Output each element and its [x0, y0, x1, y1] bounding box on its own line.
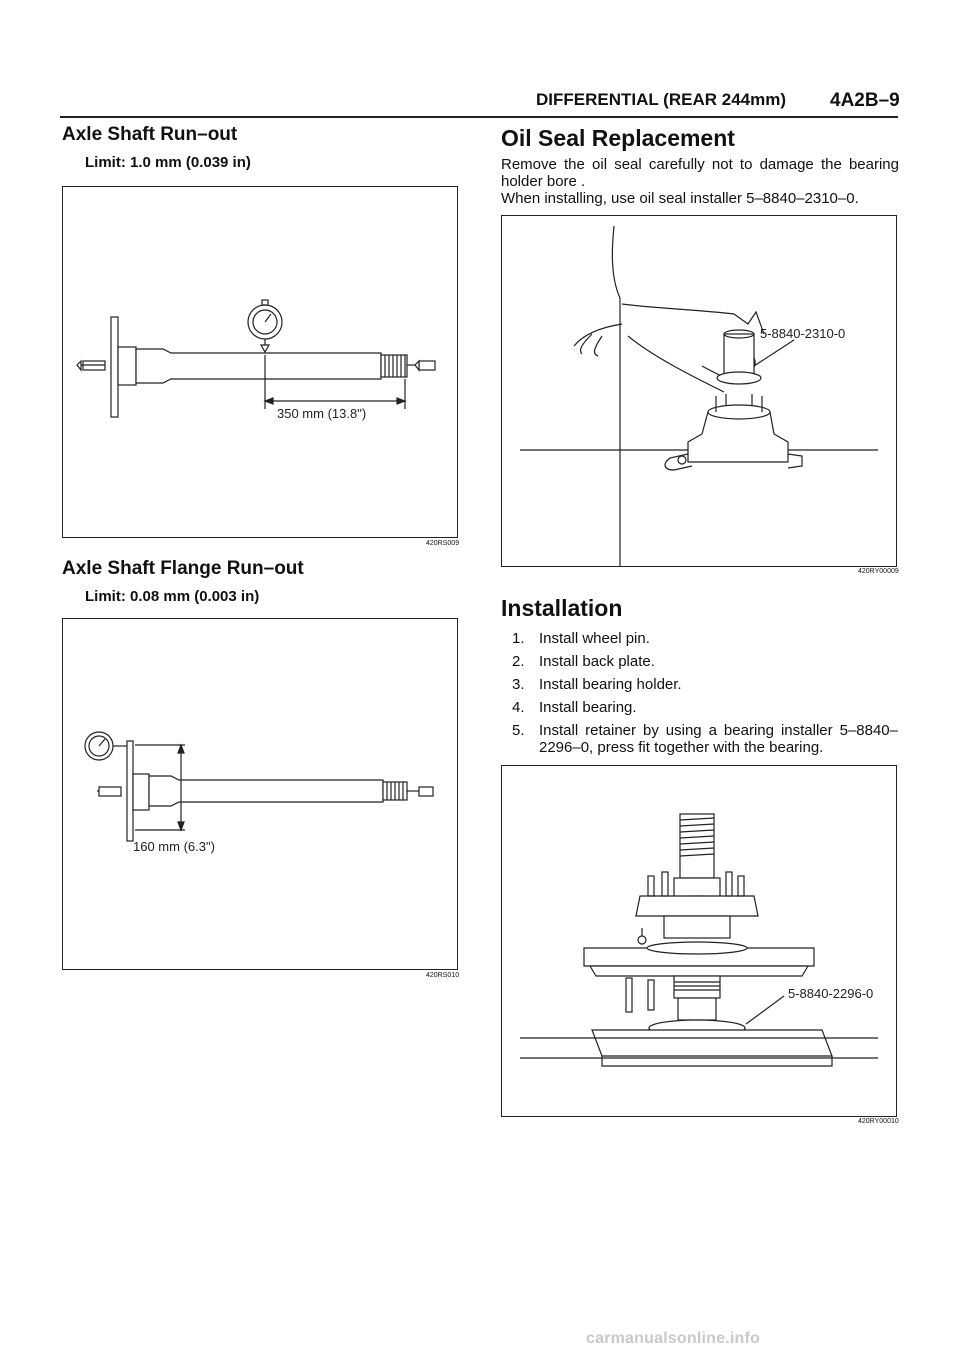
run-out-limit: Limit: 1.0 mm (0.039 in)	[85, 154, 251, 171]
oil-seal-figure: 5-8840-2310-0	[501, 215, 897, 567]
installation-figure-code: 420RY00010	[858, 1118, 899, 1125]
flange-figure: 160 mm (6.3")	[62, 618, 458, 970]
section-title: DIFFERENTIAL (REAR 244mm)	[536, 90, 786, 109]
oil-seal-para2: When installing, use oil seal installer …	[501, 190, 859, 207]
run-out-heading: Axle Shaft Run–out	[62, 124, 238, 145]
flange-heading: Axle Shaft Flange Run–out	[62, 558, 304, 579]
list-item: 5.Install retainer by using a bearing in…	[512, 722, 898, 756]
list-item: 4.Install bearing.	[512, 699, 637, 716]
oil-seal-diagram: 5-8840-2310-0	[520, 225, 878, 566]
flange-diagram: 160 mm (6.3")	[84, 731, 434, 854]
run-out-dimension-label: 350 mm (13.8")	[277, 406, 366, 421]
flange-limit: Limit: 0.08 mm (0.003 in)	[85, 588, 260, 605]
installation-heading: Installation	[501, 595, 623, 621]
installation-tool-label: 5-8840-2296-0	[788, 986, 873, 1001]
run-out-figure: 350 mm (13.8")	[62, 186, 458, 538]
footer-watermark[interactable]: carmanualsonline.info	[586, 1330, 761, 1347]
list-item: 3.Install bearing holder.	[512, 676, 682, 693]
flange-dimension-label: 160 mm (6.3")	[133, 839, 215, 854]
oil-seal-para1: Remove the oil seal carefully not to dam…	[501, 156, 899, 190]
installation-diagram: 5-8840-2296-0	[520, 813, 878, 1067]
oil-seal-figure-code: 420RY00009	[858, 568, 899, 575]
list-item: 2.Install back plate.	[512, 653, 655, 670]
list-item: 1.Install wheel pin.	[512, 630, 650, 647]
page-number: 4A2B–9	[830, 90, 900, 111]
header-rule	[60, 116, 898, 118]
run-out-figure-code: 420RS009	[426, 540, 460, 547]
oil-seal-tool-label: 5-8840-2310-0	[760, 326, 845, 341]
installation-steps: 1.Install wheel pin. 2.Install back plat…	[512, 630, 898, 762]
installation-figure: 5-8840-2296-0	[501, 765, 897, 1117]
run-out-diagram: 350 mm (13.8")	[76, 299, 436, 421]
oil-seal-heading: Oil Seal Replacement	[501, 125, 735, 151]
flange-figure-code: 420RS010	[426, 972, 460, 979]
